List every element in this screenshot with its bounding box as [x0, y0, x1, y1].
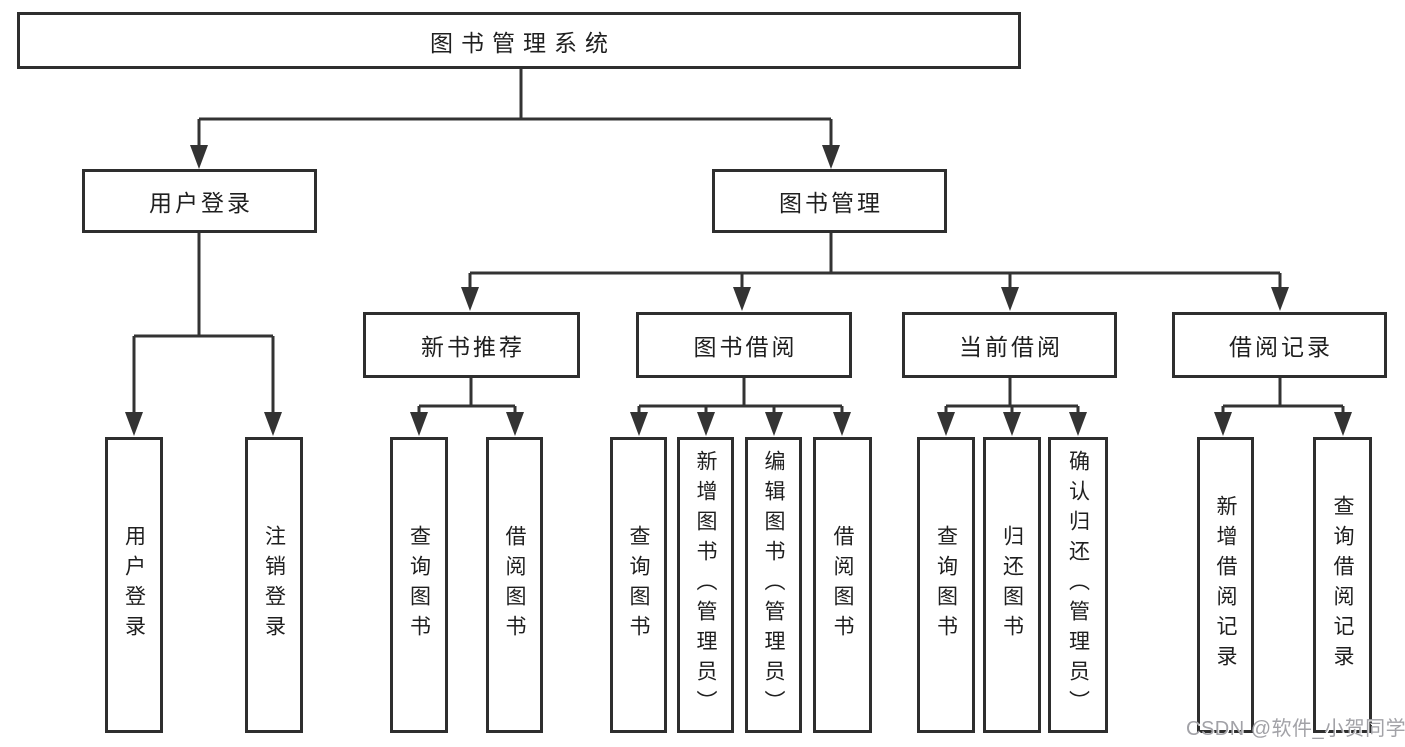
node-book-management: 图书管理: [712, 169, 947, 233]
node-label: 新书推荐: [421, 334, 525, 360]
node-label: 图书管理系统: [430, 29, 616, 56]
node-label: 查询图书: [934, 525, 958, 645]
node-label: 确认归还（管理员）: [1066, 450, 1090, 720]
node-label: 借阅图书: [831, 525, 855, 645]
leaf-query-books-1: 查询图书: [390, 437, 448, 733]
node-user-login: 用户登录: [82, 169, 317, 233]
node-new-book-recommendation: 新书推荐: [363, 312, 580, 378]
leaf-borrow-books-1: 借阅图书: [486, 437, 543, 733]
node-label: 借阅记录: [1229, 334, 1333, 360]
node-label: 图书借阅: [693, 334, 798, 360]
node-label: 编辑图书（管理员）: [762, 450, 786, 720]
node-label: 新增借阅记录: [1214, 495, 1238, 675]
node-label: 查询借阅记录: [1331, 495, 1355, 675]
node-library-management-system: 图书管理系统: [17, 12, 1021, 69]
watermark: CSDN @软件_小贺同学: [1186, 718, 1405, 740]
leaf-query-books-2: 查询图书: [610, 437, 667, 733]
node-current-borrowing: 当前借阅: [902, 312, 1117, 378]
leaf-query-borrow-record: 查询借阅记录: [1313, 437, 1372, 733]
node-label: 用户登录: [149, 190, 253, 216]
leaf-confirm-return-admin: 确认归还（管理员）: [1048, 437, 1108, 733]
node-label: 图书管理: [779, 190, 883, 216]
leaf-borrow-books-2: 借阅图书: [813, 437, 872, 733]
node-label: 查询图书: [627, 525, 651, 645]
leaf-logout: 注销登录: [245, 437, 303, 733]
node-label: 当前借阅: [959, 334, 1063, 360]
node-label: 用户登录: [122, 525, 146, 645]
leaf-user-login: 用户登录: [105, 437, 163, 733]
node-label: 注销登录: [262, 525, 286, 645]
node-label: 新增图书（管理员）: [694, 450, 718, 720]
leaf-add-borrow-record: 新增借阅记录: [1197, 437, 1254, 733]
node-borrowing-records: 借阅记录: [1172, 312, 1387, 378]
leaf-return-books: 归还图书: [983, 437, 1041, 733]
leaf-add-book-admin: 新增图书（管理员）: [677, 437, 734, 733]
leaf-edit-book-admin: 编辑图书（管理员）: [745, 437, 802, 733]
node-book-borrowing: 图书借阅: [636, 312, 852, 378]
node-label: 归还图书: [1000, 525, 1024, 645]
node-label: 查询图书: [407, 525, 431, 645]
node-label: 借阅图书: [503, 525, 527, 645]
leaf-query-books-3: 查询图书: [917, 437, 975, 733]
